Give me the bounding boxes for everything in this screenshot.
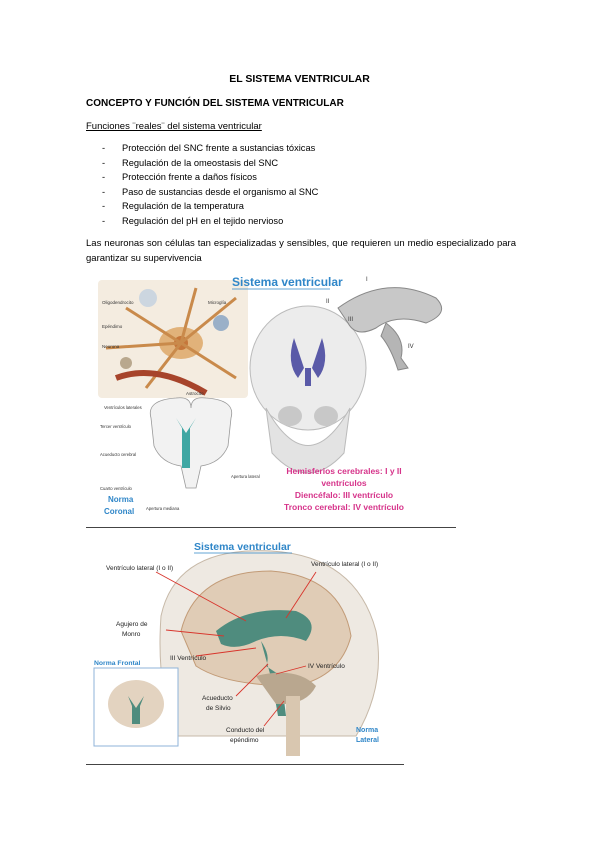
list-item: Protección frente a daños físicos bbox=[86, 170, 318, 185]
roman-iv: IV bbox=[408, 344, 414, 350]
subsection-heading: Funciones ¨reales¨ del sistema ventricul… bbox=[86, 121, 262, 132]
caption-line: Tronco cerebral: IV ventrículo bbox=[284, 502, 404, 512]
cell-label: Neurona bbox=[102, 344, 120, 349]
list-item: Regulación de la temperatura bbox=[86, 199, 318, 214]
functions-list: Protección del SNC frente a sustancias t… bbox=[86, 141, 318, 229]
label-lateral: Lateral bbox=[356, 737, 379, 744]
norma-label: Norma bbox=[108, 495, 134, 504]
label-acueducto: Acueducto bbox=[202, 695, 233, 702]
roman-ii: II bbox=[326, 299, 330, 305]
coronal-label: Acueducto cerebral bbox=[100, 452, 136, 457]
cell-label: Epéndimo bbox=[102, 324, 123, 329]
cell-label: Oligodendrocito bbox=[102, 300, 134, 305]
roman-i: I bbox=[366, 277, 368, 283]
divider-line bbox=[86, 764, 404, 765]
coronal-label: Apertura lateral bbox=[231, 474, 260, 479]
cell-label: Astrocito bbox=[186, 391, 204, 396]
list-item: Paso de sustancias desde el organismo al… bbox=[86, 185, 318, 200]
label-norma-frontal: Norma Frontal bbox=[94, 660, 141, 667]
caption-line: Diencéfalo: III ventrículo bbox=[295, 490, 393, 500]
leader-lines bbox=[155, 571, 317, 727]
cell-label: Microglía bbox=[208, 300, 227, 305]
label-ventriculo-lateral-right: Ventrículo lateral (I o II) bbox=[311, 561, 378, 568]
section-heading: CONCEPTO Y FUNCIÓN DEL SISTEMA VENTRICUL… bbox=[86, 98, 344, 109]
caption-line: ventrículos bbox=[321, 478, 367, 488]
skull-illustration bbox=[249, 305, 367, 474]
coronal-label: Apertura mediana bbox=[146, 506, 180, 511]
document-title: EL SISTEMA VENTRICULAR bbox=[229, 73, 370, 85]
list-item: Protección del SNC frente a sustancias t… bbox=[86, 141, 318, 156]
label-norma: Norma bbox=[356, 727, 378, 734]
label-iii-ventriculo: III Ventrículo bbox=[170, 655, 207, 662]
brain-lateral-illustration bbox=[159, 550, 379, 756]
label-silvio: de Silvio bbox=[206, 705, 231, 712]
label-ventriculo-lateral-left: Ventrículo lateral (I o II) bbox=[106, 565, 173, 572]
list-item: Regulación de la omeostasis del SNC bbox=[86, 156, 318, 171]
frontal-inset-illustration bbox=[108, 680, 164, 728]
figure-ventricular-overview: Oligodendrocito Microglía Epéndimo Neuro… bbox=[98, 275, 443, 516]
roman-iii: III bbox=[348, 317, 353, 323]
coronal-label: Cuarto ventrículo bbox=[100, 486, 133, 491]
label-monro: Monro bbox=[122, 631, 141, 638]
ventricle-cast-illustration bbox=[337, 287, 443, 371]
figure-ventricular-lateral: Sistema ventricular Ventrículo lateral (… bbox=[93, 541, 379, 756]
label-agujero: Agujero de bbox=[116, 621, 148, 628]
figure-title: Sistema ventricular bbox=[232, 275, 343, 289]
list-item: Regulación del pH en el tejido nervioso bbox=[86, 214, 318, 229]
body-paragraph: Las neuronas son células tan especializa… bbox=[86, 238, 516, 264]
caption-line: Hemisferios cerebrales: I y II bbox=[286, 466, 401, 476]
label-conducto: Conducto del bbox=[226, 727, 265, 734]
coronal-view-label: Coronal bbox=[104, 507, 134, 516]
coronal-label: Tercer ventrículo bbox=[100, 424, 132, 429]
label-ependimo: epéndimo bbox=[230, 737, 259, 744]
coronal-brain-illustration bbox=[149, 397, 233, 489]
figure-title: Sistema ventricular bbox=[194, 541, 291, 553]
coronal-label: Ventrículos laterales bbox=[104, 405, 142, 410]
divider-line bbox=[86, 527, 456, 528]
label-iv-ventriculo: IV Ventrículo bbox=[308, 663, 345, 670]
neuroglia-illustration bbox=[98, 280, 248, 398]
